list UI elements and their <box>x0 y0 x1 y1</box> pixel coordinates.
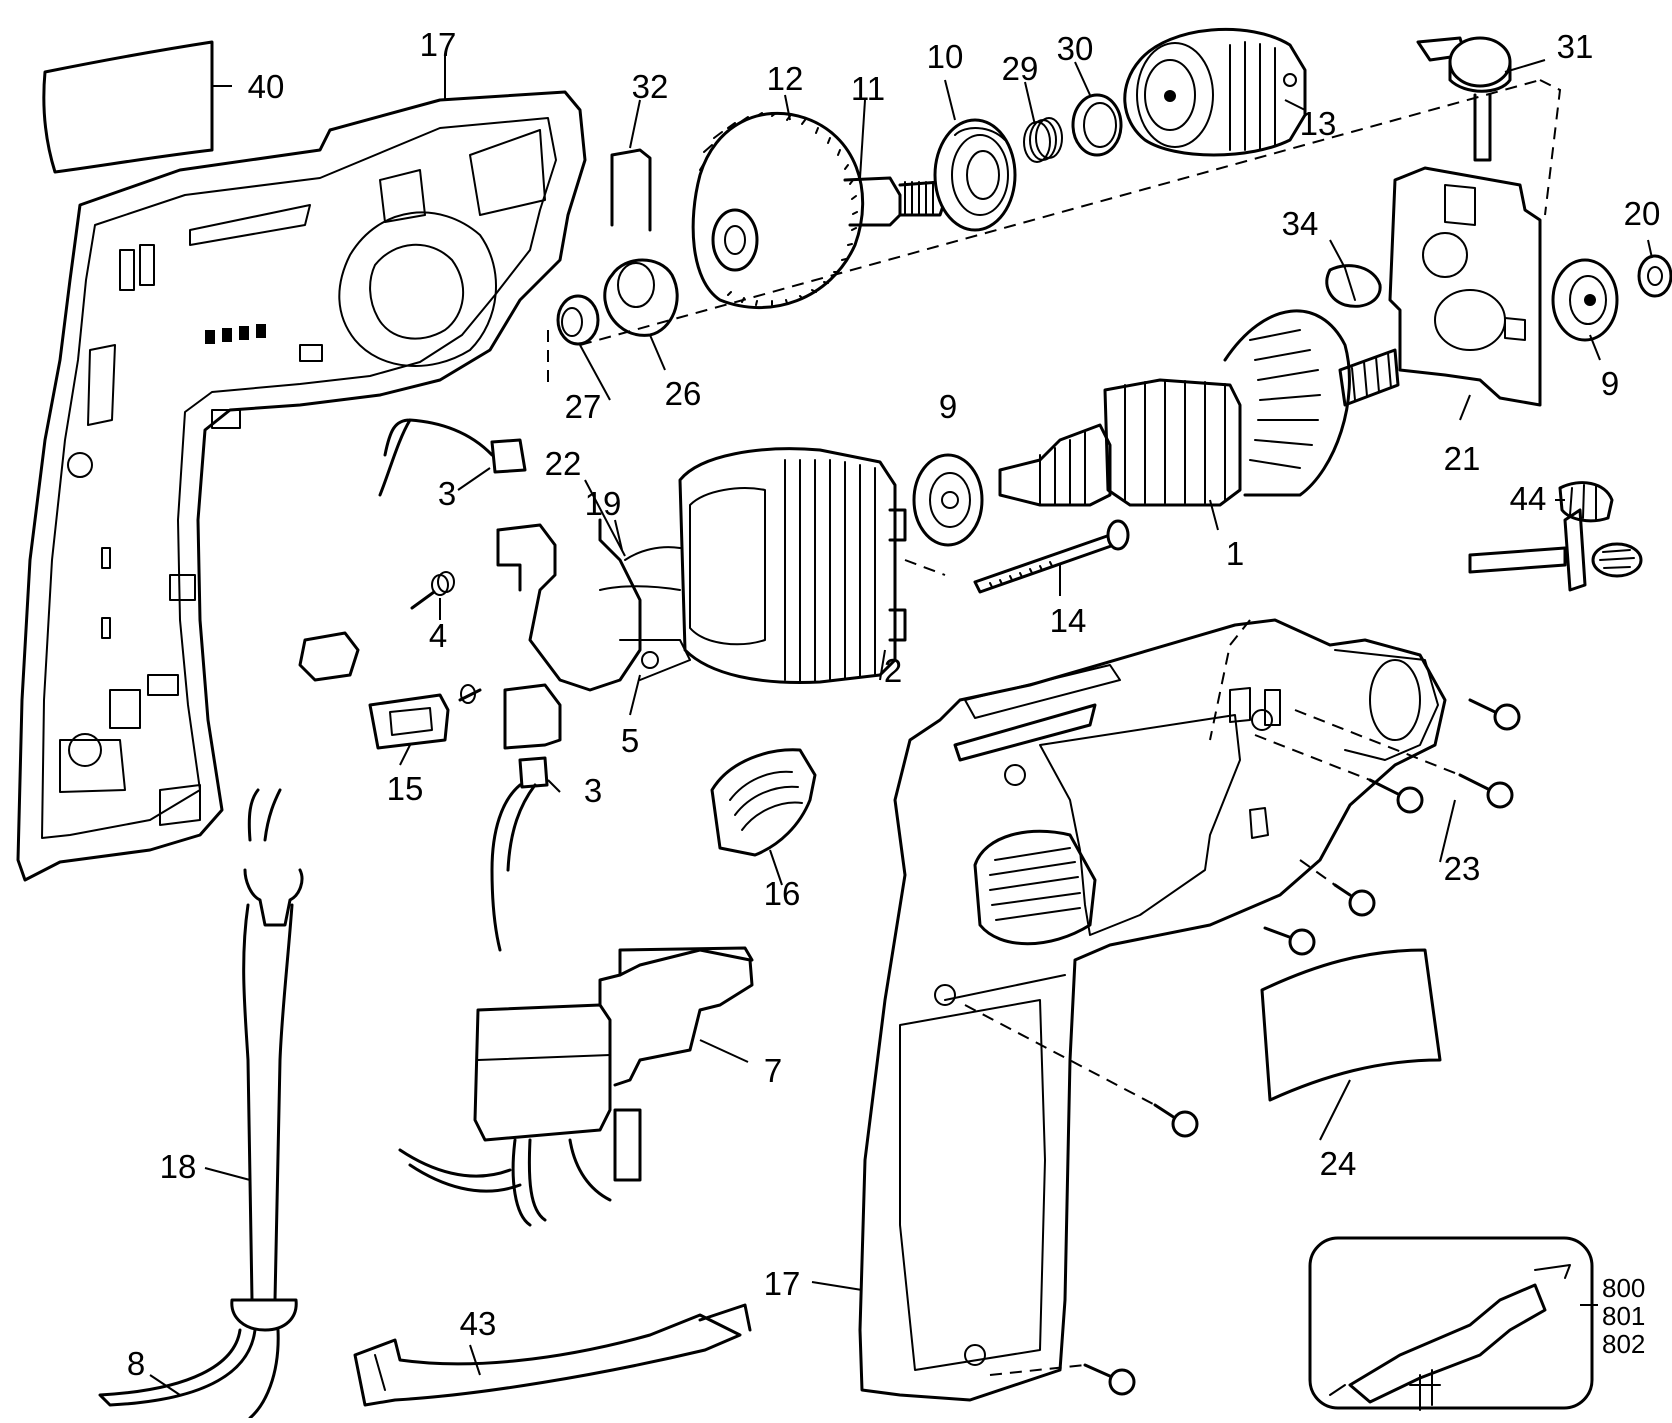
armature-1 <box>998 309 1400 507</box>
assembly-dashed-lines <box>547 79 1562 1376</box>
label-27: 27 <box>565 388 602 425</box>
label-29: 29 <box>1002 50 1039 87</box>
label-5: 5 <box>621 722 639 759</box>
label-7: 7 <box>764 1052 782 1089</box>
key-34 <box>1325 264 1382 308</box>
label-1: 1 <box>1226 535 1244 572</box>
label-sheet-24 <box>1260 948 1442 1102</box>
label-801: 801 <box>1602 1301 1645 1331</box>
label-10: 10 <box>927 38 964 75</box>
screw-14 <box>973 519 1130 594</box>
label-34: 34 <box>1282 205 1319 242</box>
shift-knob-31 <box>1416 36 1512 162</box>
bearing-9-center <box>912 453 984 547</box>
label-21: 21 <box>1444 440 1481 477</box>
right-housing-half-17 <box>858 618 1447 1402</box>
label-13: 13 <box>1300 105 1337 142</box>
label-30: 30 <box>1057 30 1094 67</box>
switch-7 <box>398 946 754 1227</box>
brush-leads-19-22 <box>599 546 681 591</box>
left-housing-half-17 <box>16 90 587 882</box>
label-11: 11 <box>851 70 885 107</box>
label-31: 31 <box>1557 28 1594 65</box>
label-32: 32 <box>632 68 669 105</box>
ring-30 <box>1071 93 1123 157</box>
label-3-bottom: 3 <box>584 772 602 809</box>
bearing-10 <box>933 118 1017 232</box>
label-19: 19 <box>585 485 622 522</box>
label-2: 2 <box>884 652 902 689</box>
ring-26 <box>603 258 679 337</box>
field-2 <box>678 447 907 684</box>
brush-holder-5 <box>496 518 691 750</box>
label-3-top: 3 <box>438 475 456 512</box>
cord-clamp-43 <box>353 1303 752 1407</box>
brush-3-bottom <box>490 756 549 952</box>
label-24: 24 <box>1320 1145 1357 1182</box>
label-800: 800 <box>1602 1273 1645 1303</box>
bearing-20 <box>1637 254 1672 298</box>
part-labels: 40 17 32 12 11 10 29 30 13 31 34 20 9 21… <box>127 26 1661 1382</box>
label-802: 802 <box>1602 1329 1645 1359</box>
label-17-bottom: 17 <box>764 1265 801 1302</box>
brush-clip-15 <box>368 684 482 750</box>
label-22: 22 <box>545 445 582 482</box>
leader-lines <box>149 56 1653 1396</box>
bushing-27 <box>556 294 600 346</box>
label-9-right: 9 <box>1601 365 1619 402</box>
spring-4 <box>410 571 455 610</box>
label-26: 26 <box>665 375 702 412</box>
label-sheet-40 <box>42 40 214 174</box>
brush-3-top <box>378 418 527 497</box>
label-9-center: 9 <box>939 388 957 425</box>
label-17-top: 17 <box>420 26 457 63</box>
inset-box-800-802 <box>1308 1236 1594 1411</box>
screws-23 <box>1083 698 1521 1396</box>
label-40: 40 <box>248 68 285 105</box>
power-cord-8 <box>98 788 282 1420</box>
chuck-key-44 <box>1468 481 1643 592</box>
spring-clip-32 <box>610 148 652 232</box>
label-8: 8 <box>127 1345 145 1382</box>
bearing-9-right <box>1551 258 1619 342</box>
spring-29 <box>1023 117 1063 163</box>
gear-12 <box>691 111 865 309</box>
label-18: 18 <box>160 1148 197 1185</box>
label-16: 16 <box>764 875 801 912</box>
label-4: 4 <box>429 617 447 654</box>
gearcase-plate-21 <box>1388 166 1542 407</box>
chuck-13 <box>1123 27 1307 157</box>
label-23: 23 <box>1444 850 1481 887</box>
label-44: 44 <box>1510 480 1547 517</box>
label-14: 14 <box>1050 602 1087 639</box>
cord-protector-18 <box>230 868 304 1332</box>
label-15: 15 <box>387 770 424 807</box>
switch-button-16 <box>710 748 817 857</box>
terminal-block <box>298 631 360 682</box>
label-12: 12 <box>767 60 804 97</box>
label-43: 43 <box>460 1305 497 1342</box>
label-20: 20 <box>1624 195 1661 232</box>
